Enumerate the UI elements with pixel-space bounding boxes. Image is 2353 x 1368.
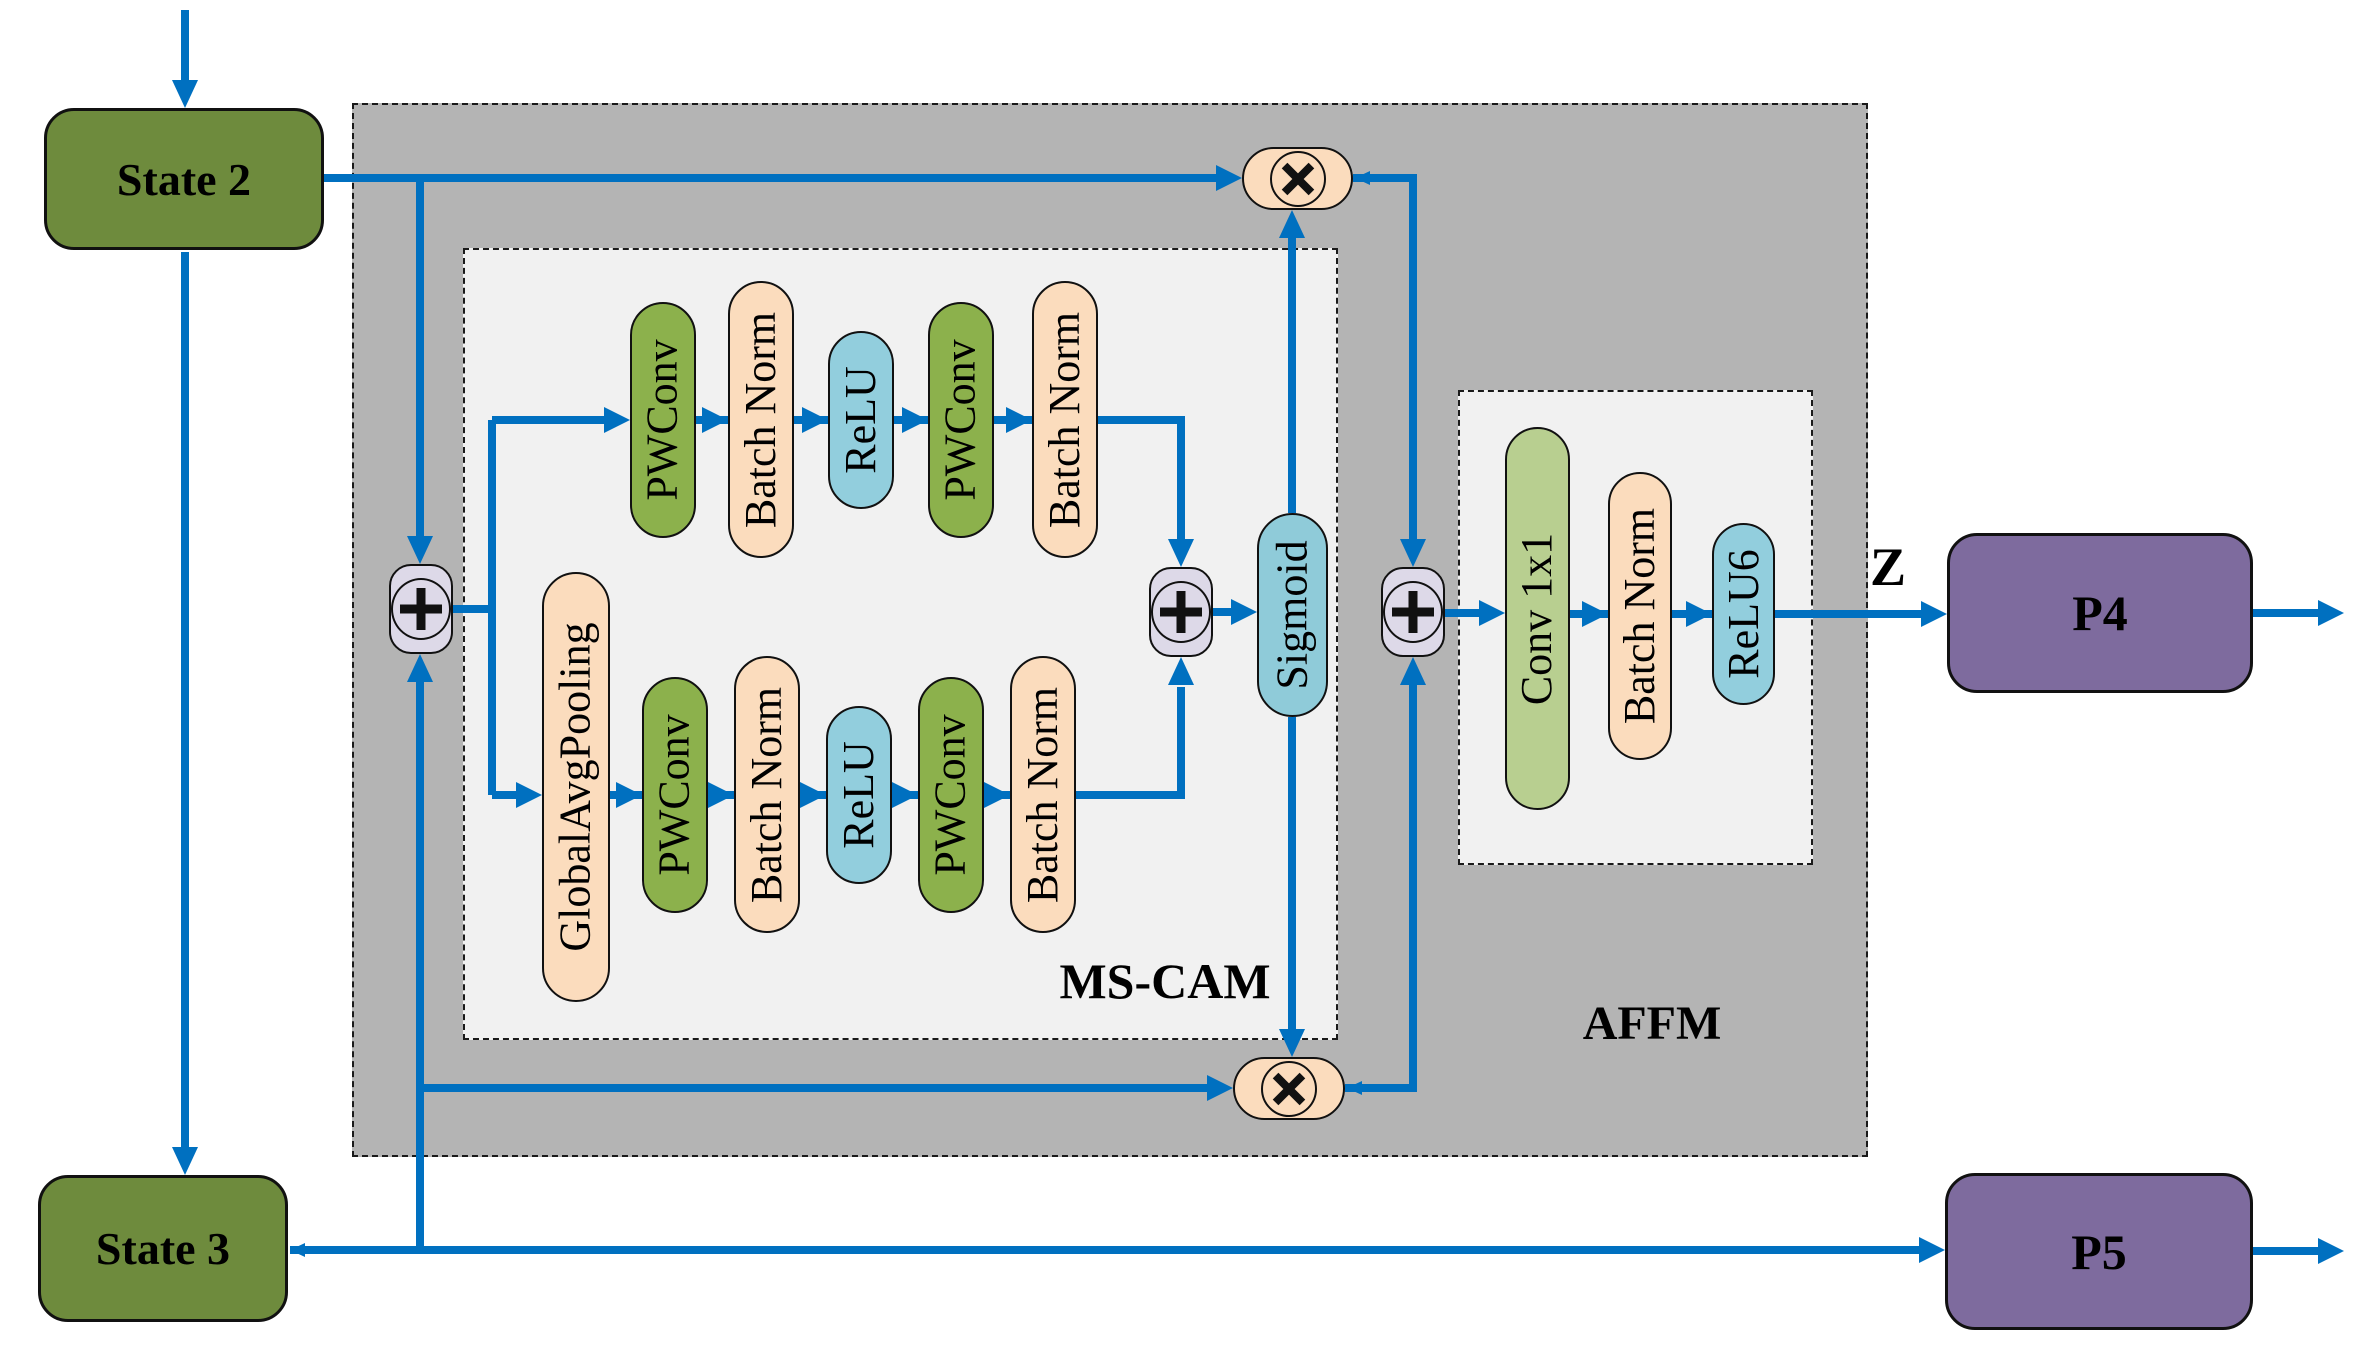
- pwconv-pill-bottom-1: PWConv: [642, 677, 708, 913]
- arrowhead-nub: [1347, 1081, 1362, 1095]
- batchnorm-pill-bottom-2: Batch Norm: [1010, 656, 1076, 933]
- batchnorm-pill-fusion: Batch Norm: [1608, 472, 1672, 760]
- arrowhead: [172, 80, 198, 108]
- arrowhead: [407, 536, 433, 564]
- arrowhead: [2318, 1238, 2344, 1264]
- arrowhead: [604, 407, 630, 433]
- batchnorm-label: Batch Norm: [742, 686, 792, 903]
- relu6-pill: ReLU6: [1712, 523, 1775, 705]
- conv1x1-label: Conv 1x1: [1512, 532, 1562, 705]
- state3-box: State 3: [38, 1175, 288, 1322]
- batchnorm-pill-bottom-1: Batch Norm: [734, 656, 800, 933]
- batchnorm-pill-top-2: Batch Norm: [1032, 281, 1098, 558]
- conv1x1-pill: Conv 1x1: [1505, 427, 1570, 810]
- sigmoid-pill: Sigmoid: [1257, 513, 1328, 717]
- globalavgpooling-label: GlobalAvgPooling: [551, 622, 600, 952]
- pwconv-pill-top-2: PWConv: [928, 302, 994, 538]
- arrowhead: [1400, 539, 1426, 567]
- wire-multiply-bottom-to-add3: [1345, 685, 1417, 1092]
- arrowhead: [1686, 601, 1712, 627]
- p4-box: P4: [1947, 533, 2253, 693]
- state2-label: State 2: [116, 153, 252, 205]
- wire-add-left-split: [453, 416, 604, 799]
- arrowhead: [1582, 601, 1608, 627]
- arrowhead: [800, 782, 826, 808]
- arrowhead: [516, 782, 542, 808]
- batchnorm-label: Batch Norm: [1040, 311, 1090, 528]
- relu6-label: ReLU6: [1718, 549, 1768, 679]
- p5-box: P5: [1945, 1173, 2253, 1330]
- arrowhead: [702, 407, 728, 433]
- batchnorm-pill-top-1: Batch Norm: [728, 281, 794, 558]
- arrowhead: [407, 654, 433, 682]
- arrowhead: [984, 782, 1010, 808]
- pwconv-pill-bottom-2: PWConv: [918, 677, 984, 913]
- arrowhead: [1400, 657, 1426, 685]
- arrowhead: [1279, 210, 1305, 238]
- relu-label: ReLU: [834, 741, 883, 849]
- p4-label: P4: [2072, 585, 2128, 641]
- arrowhead: [2318, 600, 2344, 626]
- pwconv-label: PWConv: [638, 339, 688, 501]
- mscam-label: MS-CAM: [1059, 953, 1271, 1009]
- multiply-operator-top: [1242, 147, 1353, 210]
- relu-pill-top: ReLU: [828, 331, 894, 509]
- arrowhead: [1231, 599, 1257, 625]
- wire-multiply-top-to-add3: [1353, 174, 1417, 539]
- p5-label: P5: [2071, 1223, 2127, 1280]
- z-signal-label: Z: [1870, 537, 1907, 597]
- relu-label: ReLU: [836, 366, 885, 474]
- arrowhead: [1921, 601, 1947, 627]
- arrowhead: [616, 782, 642, 808]
- state3-label: State 3: [95, 1223, 231, 1274]
- multiply-operator-bottom: [1233, 1057, 1345, 1120]
- sigmoid-label: Sigmoid: [1267, 540, 1317, 690]
- arrowhead: [1479, 600, 1505, 626]
- arrowhead: [1919, 1237, 1945, 1263]
- arrowhead: [172, 1147, 198, 1175]
- batchnorm-label: Batch Norm: [1615, 507, 1665, 725]
- affm-label: AFFM: [1582, 997, 1722, 1050]
- arrowhead: [1216, 165, 1242, 191]
- arrowhead-nub: [1355, 171, 1370, 185]
- add-operator-right: [1381, 567, 1445, 657]
- arrowhead: [802, 407, 828, 433]
- plus-icon: [1151, 581, 1211, 643]
- plus-icon: [1383, 581, 1443, 643]
- pwconv-pill-top-1: PWConv: [630, 302, 696, 538]
- arrowhead: [892, 782, 918, 808]
- pwconv-label: PWConv: [936, 339, 986, 501]
- add-operator-mid: [1149, 567, 1213, 657]
- pwconv-label: PWConv: [650, 714, 700, 876]
- plus-icon: [391, 578, 451, 640]
- times-icon: [1269, 150, 1326, 207]
- arrowhead: [1279, 1029, 1305, 1057]
- globalavgpooling-pill: GlobalAvgPooling: [542, 572, 610, 1002]
- arrowhead: [708, 782, 734, 808]
- arrowhead-nub: [290, 1243, 305, 1257]
- times-icon: [1261, 1060, 1317, 1117]
- arrowhead: [1168, 657, 1194, 685]
- batchnorm-label: Batch Norm: [736, 311, 786, 528]
- state2-box: State 2: [44, 108, 324, 250]
- batchnorm-label: Batch Norm: [1018, 686, 1068, 903]
- relu-pill-bottom: ReLU: [826, 706, 892, 884]
- arrowhead: [1168, 539, 1194, 567]
- arrowhead: [1006, 407, 1032, 433]
- arrowhead: [1207, 1075, 1233, 1101]
- arrowhead: [902, 407, 928, 433]
- pwconv-label: PWConv: [926, 714, 976, 876]
- add-operator-left: [389, 564, 453, 654]
